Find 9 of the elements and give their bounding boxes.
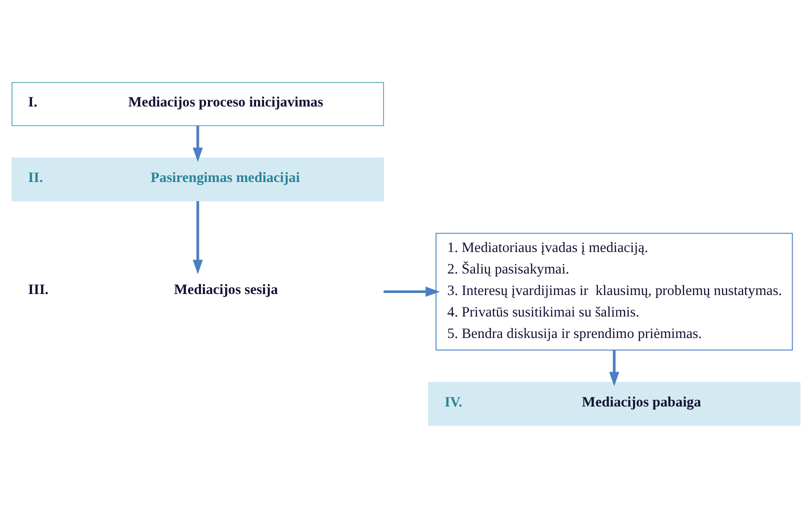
node-box: IV. Mediacijos pabaiga	[428, 381, 800, 426]
node-box: II. Pasirengimas mediacijai	[12, 157, 384, 201]
node-box: 1. Mediatoriaus įvadas į mediaciją. 2. Šalių pasisakymai. 3. Interesų įvardijimas ir klausimų, problemų nustatymas. 4. Privatūs susitikimai su šalimis. 5. Bendra diskusija ir sprendimo priėmimas.	[436, 232, 793, 350]
arrow	[192, 125, 203, 162]
node-text: III. Mediacijos sesija	[28, 282, 278, 298]
arrow	[384, 286, 440, 296]
node-box: I. Mediacijos proceso inicijavimas	[12, 82, 384, 126]
arrow	[192, 200, 203, 274]
arrow	[609, 350, 620, 386]
